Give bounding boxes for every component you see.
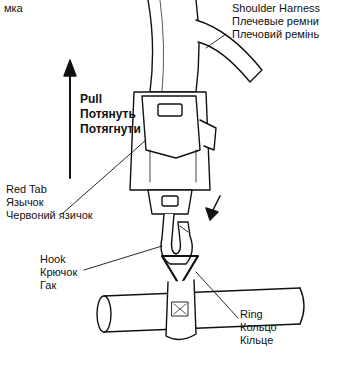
part-label: Hook [40,253,66,266]
action-label: Pull [80,92,102,107]
part-label: Гак [40,279,56,292]
part-label: Ring [240,308,263,321]
part-label: Кольцо [240,321,277,334]
part-label: Червоний язичок [6,209,93,222]
action-label: Потянуть [80,107,136,122]
cut-label: мка [4,2,23,15]
part-label: Плечовий ремінь [232,28,319,41]
action-label: Потягнути [80,122,141,137]
part-label: Кільце [240,334,273,347]
part-label: Плечевые ремни [232,15,319,28]
part-label: Red Tab [6,183,47,196]
part-label: Язычок [6,196,44,209]
part-label: Shoulder Harness [232,2,320,15]
part-label: Крючок [40,266,77,279]
